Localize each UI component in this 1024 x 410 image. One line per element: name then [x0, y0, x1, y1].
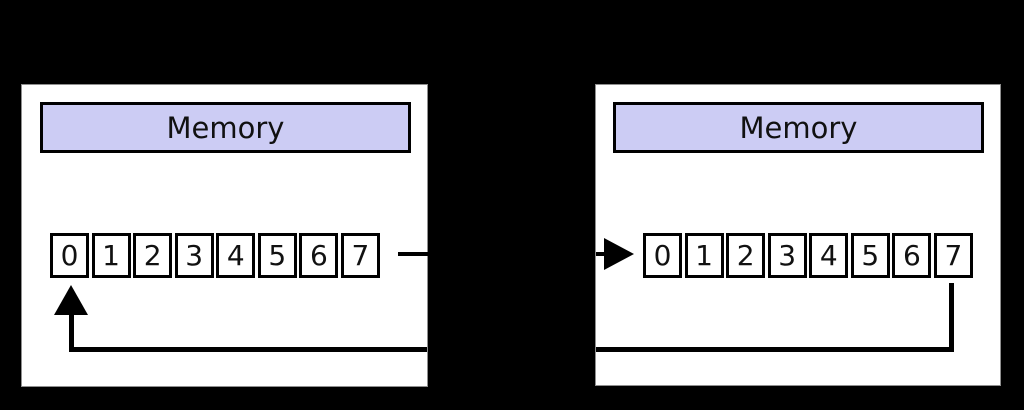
cell-row: 0 1 2 3 4 5 6 7: [643, 233, 973, 278]
memory-cell: 4: [809, 233, 849, 278]
memory-cell: 0: [50, 233, 89, 278]
memory-cell: 5: [850, 233, 890, 278]
memory-cell: 3: [767, 233, 807, 278]
loop-horizontal-line: [596, 347, 954, 352]
arrow-right-icon: [604, 238, 634, 270]
cell-row: 0 1 2 3 4 5 6 7: [50, 233, 380, 278]
memory-title: Memory: [166, 110, 285, 145]
memory-cell: 2: [133, 233, 173, 278]
connector-in-line: [596, 252, 605, 256]
memory-cell: 5: [257, 233, 297, 278]
connector-out-line: [398, 252, 428, 256]
memory-cell: 3: [174, 233, 214, 278]
loop-horizontal-line: [69, 347, 427, 352]
memory-cell: 2: [726, 233, 766, 278]
memory-cell: 1: [684, 233, 724, 278]
memory-title: Memory: [739, 110, 858, 145]
loop-vertical-line: [69, 315, 74, 352]
memory-cell: 4: [216, 233, 256, 278]
memory-title-box: Memory: [40, 102, 411, 153]
memory-cell: 6: [299, 233, 339, 278]
memory-cell: 7: [340, 233, 380, 278]
memory-panel-left: Memory 0 1 2 3 4 5 6 7: [21, 84, 428, 387]
loop-vertical-line: [949, 283, 954, 352]
memory-panel-right: Memory 0 1 2 3 4 5 6 7: [595, 84, 1001, 386]
memory-cell: 0: [643, 233, 682, 278]
memory-cell: 7: [933, 233, 973, 278]
memory-title-box: Memory: [613, 102, 984, 153]
arrow-up-icon: [54, 285, 88, 315]
memory-cell: 6: [892, 233, 932, 278]
memory-cell: 1: [91, 233, 131, 278]
